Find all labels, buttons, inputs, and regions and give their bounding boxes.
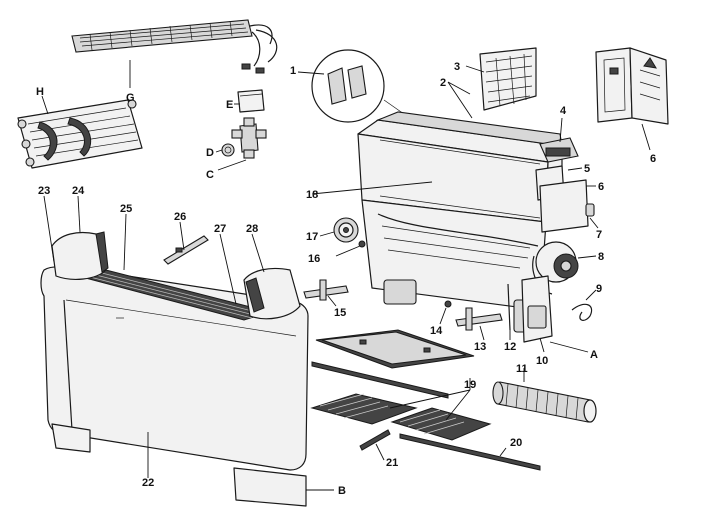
part-3-filter-media — [479, 47, 537, 111]
label-g: G — [126, 92, 135, 104]
part-12-rod — [507, 283, 511, 331]
label-26: 26 — [174, 211, 186, 223]
label-c: C — [206, 169, 214, 181]
label-6-upper: 6 — [650, 153, 656, 165]
label-1: 1 — [290, 65, 296, 77]
label-18: 18 — [306, 189, 318, 201]
part-15-bracket — [303, 279, 349, 301]
label-10: 10 — [536, 355, 548, 367]
part-20-rod — [399, 433, 541, 471]
label-24: 24 — [72, 185, 85, 197]
label-17: 17 — [306, 231, 318, 243]
part-h-water-coil — [17, 99, 143, 169]
label-4: 4 — [560, 105, 567, 117]
label-13: 13 — [474, 341, 486, 353]
part-labels: G H E D C 1 2 3 4 5 6 6 7 8 9 10 A 12 13… — [36, 61, 656, 497]
part-9-cable — [571, 303, 593, 321]
label-h: H — [36, 86, 44, 98]
part-19-grille-left — [310, 393, 418, 425]
label-9: 9 — [596, 283, 602, 295]
label-16: 16 — [308, 253, 320, 265]
label-b: B — [338, 485, 346, 497]
part-e-actuator — [237, 89, 265, 113]
part-24-end-cap-left — [51, 231, 109, 280]
label-11: 11 — [516, 363, 528, 375]
part-c-valve-body — [231, 117, 267, 159]
leader-lines — [41, 60, 651, 491]
part-16-screw — [358, 240, 366, 248]
label-14: 14 — [430, 325, 443, 337]
part-21-rod — [359, 429, 391, 451]
label-12: 12 — [504, 341, 516, 353]
label-2: 2 — [440, 77, 446, 89]
label-e: E — [226, 99, 233, 111]
label-a: A — [590, 349, 598, 361]
label-20: 20 — [510, 437, 522, 449]
part-d-fitting — [221, 143, 235, 157]
label-25: 25 — [120, 203, 132, 215]
part-28-end-cap-right — [243, 267, 301, 320]
part-11-tangential-fan — [492, 381, 597, 423]
part-g-heater-coil — [71, 19, 278, 74]
part-26-bracket — [163, 235, 209, 265]
part-2-drain-pan — [375, 111, 563, 147]
part-1-detail-bubble — [311, 49, 405, 123]
part-13-bracket — [455, 307, 503, 331]
part-6-cover — [539, 179, 589, 233]
part-17-wheel — [333, 217, 359, 243]
part-19-filter-panel — [315, 329, 475, 369]
label-22: 22 — [142, 477, 154, 489]
label-d: D — [206, 147, 214, 159]
label-8: 8 — [598, 251, 604, 263]
label-15: 15 — [334, 307, 346, 319]
label-21: 21 — [386, 457, 398, 469]
label-23: 23 — [38, 185, 50, 197]
label-5: 5 — [584, 163, 590, 175]
part-14-clip — [444, 300, 452, 308]
part-7-sensor — [585, 203, 595, 217]
label-3: 3 — [454, 61, 460, 73]
part-19-strip — [311, 361, 449, 399]
part-6-control-box — [595, 47, 669, 125]
label-27: 27 — [214, 223, 226, 235]
label-28: 28 — [246, 223, 258, 235]
part-10-side-bracket — [521, 275, 553, 343]
part-18-chassis — [357, 119, 563, 333]
label-7: 7 — [596, 229, 602, 241]
label-19: 19 — [464, 379, 476, 391]
part-19-grille-right — [390, 407, 492, 441]
label-6-lower: 6 — [598, 181, 604, 193]
